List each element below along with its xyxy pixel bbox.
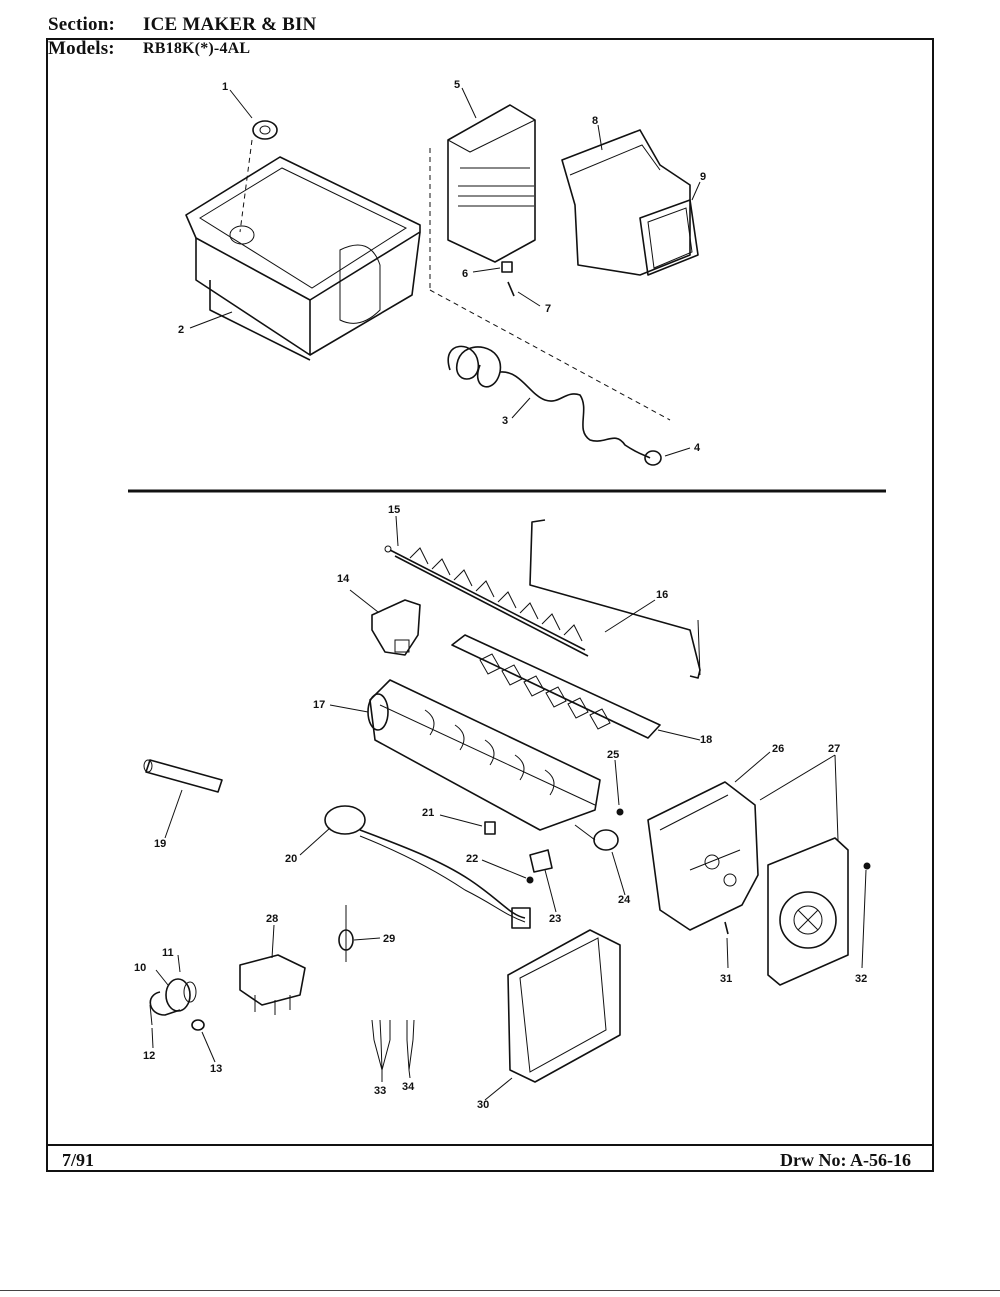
callout-24: 24 <box>618 894 631 906</box>
part-29-connector <box>338 905 354 962</box>
part-1-knob <box>239 120 278 233</box>
callout-20: 20 <box>285 853 297 865</box>
part-6-nut <box>501 261 513 273</box>
part-2-ice-bin <box>185 156 421 361</box>
callout-4: 4 <box>694 442 701 454</box>
part-21-clip <box>484 821 496 835</box>
part-17-mold <box>367 679 601 831</box>
callout-16: 16 <box>656 589 668 601</box>
part-16-shutoff-arm <box>529 519 701 679</box>
callout-19: 19 <box>154 838 166 850</box>
leader-lines <box>151 87 867 1101</box>
callout-27: 27 <box>828 743 840 755</box>
footer-divider <box>46 1144 934 1146</box>
callout-15: 15 <box>388 504 400 516</box>
part-25-screw <box>616 808 624 816</box>
callout-22: 22 <box>466 853 478 865</box>
part-3-heater-wire <box>429 289 671 459</box>
callout-2: 2 <box>178 324 184 336</box>
part-28-switch <box>239 954 306 1015</box>
part-13-terminal <box>191 1019 205 1031</box>
callout-33: 33 <box>374 1085 386 1097</box>
footer-date: 7/91 <box>62 1150 95 1170</box>
part-27-motor-cover <box>767 837 849 986</box>
models-value: RB18K(*)-4AL <box>143 40 251 57</box>
callout-6: 6 <box>462 268 468 280</box>
callout-13: 13 <box>210 1063 222 1075</box>
callout-21: 21 <box>422 807 434 819</box>
parts-33-34-screws <box>371 1019 415 1071</box>
part-9-gasket <box>639 199 699 276</box>
callout-5: 5 <box>454 79 460 91</box>
parts-10-11-valve-coil <box>149 978 197 1016</box>
callout-1: 1 <box>222 81 228 93</box>
callout-26: 26 <box>772 743 784 755</box>
part-31-screw <box>724 921 729 935</box>
drawing-frame <box>46 38 934 1172</box>
callout-8: 8 <box>592 115 598 127</box>
callout-11: 11 <box>162 947 174 959</box>
part-8-duct <box>561 129 691 276</box>
part-32-screw <box>863 862 871 870</box>
callout-14: 14 <box>337 573 350 585</box>
part-20-heater-harness <box>324 805 531 929</box>
part-30-cover <box>507 929 621 1083</box>
callout-31: 31 <box>720 973 732 985</box>
page-bottom-rule <box>0 1290 1000 1291</box>
part-22-screw <box>526 876 534 884</box>
part-12-lead <box>149 1004 153 1026</box>
part-15-ejector-blade <box>384 545 589 657</box>
callout-28: 28 <box>266 913 278 925</box>
section-label: Section: <box>48 14 116 35</box>
callout-3: 3 <box>502 415 508 427</box>
part-18-stripper <box>451 634 661 739</box>
part-24-thermostat <box>574 824 619 851</box>
callout-23: 23 <box>549 913 561 925</box>
callout-25: 25 <box>607 749 619 761</box>
part-26-control-housing <box>647 781 759 931</box>
callout-12: 12 <box>143 1050 155 1062</box>
part-4-grommet <box>644 450 662 466</box>
callout-10: 10 <box>134 962 146 974</box>
part-7-screw <box>507 281 515 297</box>
part-14-bracket <box>371 599 421 656</box>
callout-30: 30 <box>477 1099 489 1111</box>
drawing-number: Drw No: A-56-16 <box>780 1150 911 1170</box>
callout-34: 34 <box>402 1081 415 1093</box>
section-title: ICE MAKER & BIN <box>143 14 317 35</box>
callout-18: 18 <box>700 734 712 746</box>
callout-29: 29 <box>383 933 395 945</box>
callout-9: 9 <box>700 171 706 183</box>
callout-17: 17 <box>313 699 325 711</box>
models-label: Models: <box>48 38 115 59</box>
part-23-bracket <box>529 849 553 873</box>
part-19-fill-tube <box>143 759 223 793</box>
callout-32: 32 <box>855 973 867 985</box>
part-5-chute-housing <box>429 104 536 292</box>
callout-7: 7 <box>545 303 551 315</box>
